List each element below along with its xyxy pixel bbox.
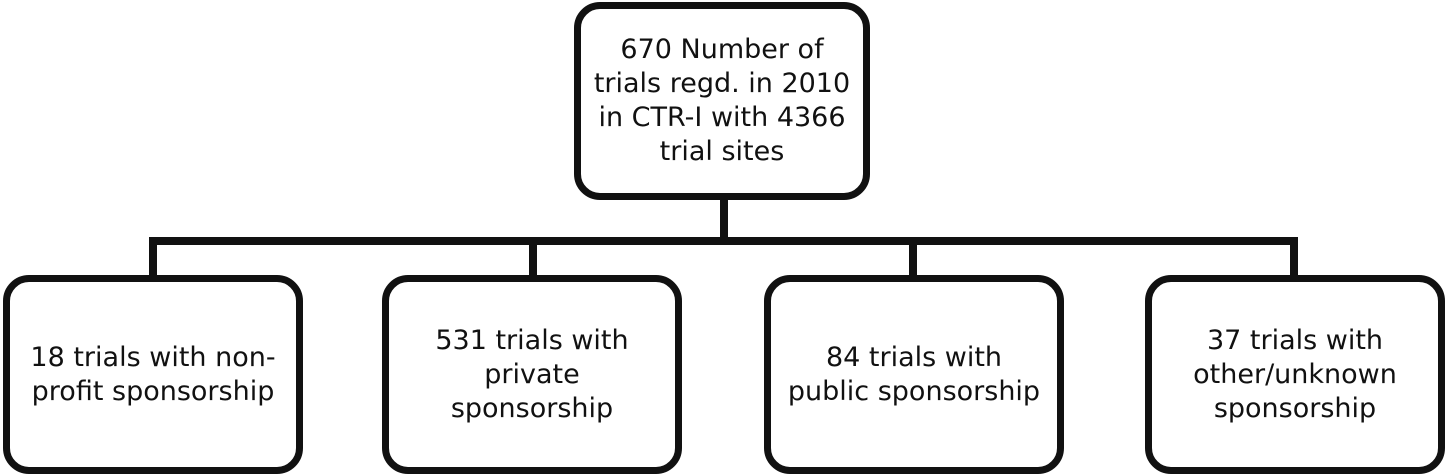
child-node-label-public: 84 trials with public sponsorship — [787, 341, 1041, 407]
child-node-other-unknown: 37 trials with other/unknown sponsorship — [1145, 275, 1445, 474]
root-node-total-trials: 670 Number of trials regd. in 2010 in CT… — [574, 2, 870, 200]
child-node-public: 84 trials with public sponsorship — [764, 275, 1064, 474]
root-node-label: 670 Number of trials regd. in 2010 in CT… — [593, 34, 851, 167]
child-node-label-non-profit: 18 trials with non- profit sponsorship — [30, 341, 276, 407]
child-node-label-private: 531 trials with private sponsorship — [435, 324, 629, 424]
child-node-non-profit: 18 trials with non- profit sponsorship — [3, 275, 303, 474]
child-node-label-other-unknown: 37 trials with other/unknown sponsorship — [1193, 324, 1397, 424]
child-node-private: 531 trials with private sponsorship — [382, 275, 682, 474]
